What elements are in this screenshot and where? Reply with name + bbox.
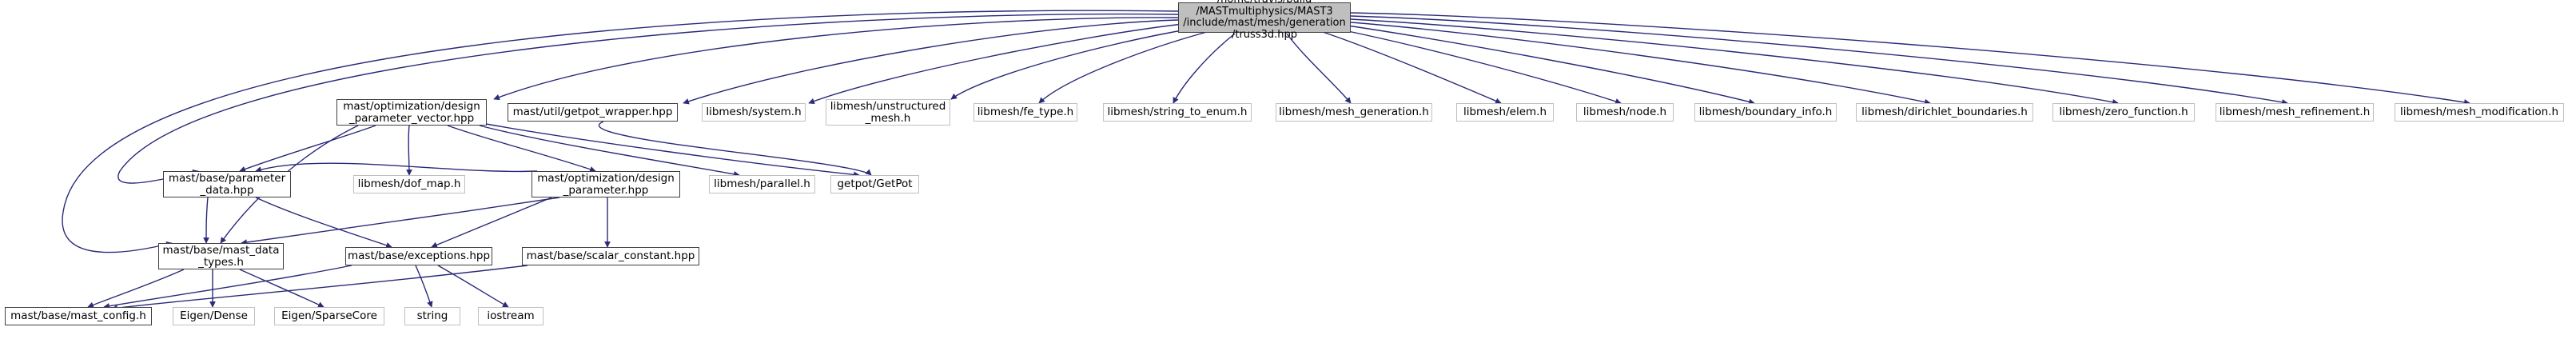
graph-node-parallel_h[interactable]: libmesh/parallel.h	[709, 175, 815, 193]
graph-node-mesh_refinement[interactable]: libmesh/mesh_refinement.h	[2216, 103, 2374, 122]
graph-node-getpot_wrapper[interactable]: mast/util/getpot_wrapper.hpp	[508, 103, 678, 122]
graph-node-zero_function[interactable]: libmesh/zero_function.h	[2052, 103, 2195, 122]
graph-edge	[493, 17, 1179, 101]
graph-edge	[1173, 33, 1236, 104]
graph-node-scalar_constant[interactable]: mast/base/scalar_constant.hpp	[522, 247, 699, 265]
graph-node-dof_map[interactable]: libmesh/dof_map.h	[353, 175, 465, 193]
graph-edge	[239, 125, 376, 173]
graph-edge	[479, 125, 740, 177]
graph-edge	[431, 197, 552, 248]
graph-node-design_parameter[interactable]: mast/optimization/design _parameter.hpp	[532, 171, 680, 197]
graph-edge	[103, 265, 352, 309]
graph-edge	[599, 121, 872, 176]
graph-node-fe_type[interactable]: libmesh/fe_type.h	[973, 103, 1077, 122]
graph-edge	[1336, 28, 1622, 105]
graph-edge	[406, 125, 412, 176]
graph-node-design_param_vector[interactable]: mast/optimization/design _parameter_vect…	[336, 99, 487, 126]
graph-node-exceptions[interactable]: mast/base/exceptions.hpp	[345, 247, 492, 265]
graph-edge	[117, 13, 1179, 184]
graph-edge	[1286, 33, 1352, 104]
graph-node-root[interactable]: /home/travis/build /MASTmultiphysics/MAS…	[1178, 0, 1351, 40]
graph-edge	[1350, 22, 1931, 106]
graph-edge	[437, 265, 509, 308]
graph-node-iostream_inc[interactable]: iostream	[478, 307, 543, 325]
graph-edge	[87, 269, 185, 309]
graph-node-parameter_data[interactable]: mast/base/parameter _data.hpp	[163, 171, 291, 197]
graph-edge	[241, 197, 560, 245]
graph-edge	[683, 19, 1179, 105]
graph-node-unstructured_mesh[interactable]: libmesh/unstructured _mesh.h	[826, 99, 950, 126]
graph-edge	[447, 125, 596, 173]
graph-node-getpot_getpot[interactable]: getpot/GetPot	[830, 175, 919, 193]
graph-node-elem_h[interactable]: libmesh/elem.h	[1456, 103, 1554, 122]
graph-edge	[111, 265, 528, 311]
graph-edge	[1350, 15, 2288, 106]
graph-edge	[203, 197, 209, 244]
graph-node-mesh_modification[interactable]: libmesh/mesh_modification.h	[2395, 103, 2564, 122]
graph-node-boundary_info[interactable]: libmesh/boundary_info.h	[1694, 103, 1837, 122]
graph-node-node_h[interactable]: libmesh/node.h	[1576, 103, 1674, 122]
graph-node-string_to_enum[interactable]: libmesh/string_to_enum.h	[1103, 103, 1252, 122]
graph-node-string_inc[interactable]: string	[404, 307, 460, 325]
graph-node-eigen_dense[interactable]: Eigen/Dense	[173, 307, 255, 325]
graph-edge	[255, 197, 392, 249]
graph-edge	[239, 269, 324, 308]
graph-node-eigen_sparsecore[interactable]: Eigen/SparseCore	[274, 307, 384, 325]
graph-edge	[1038, 31, 1208, 104]
graph-edge	[1350, 18, 2119, 106]
graph-node-mesh_generation[interactable]: libmesh/mesh_generation.h	[1276, 103, 1432, 122]
graph-node-mast_config[interactable]: mast/base/mast_config.h	[5, 307, 152, 325]
graph-edge	[62, 10, 1179, 253]
graph-edge	[950, 28, 1192, 100]
graph-edge	[1347, 25, 1755, 106]
graph-edge	[1322, 31, 1502, 104]
graph-node-mast_data_types[interactable]: mast/base/mast_data _types.h	[158, 243, 284, 269]
graph-edge	[808, 23, 1184, 105]
graph-edge	[415, 265, 433, 308]
graph-edge	[485, 123, 860, 178]
graph-edge	[1350, 12, 2470, 106]
graph-node-system_h[interactable]: libmesh/system.h	[702, 103, 806, 122]
graph-edge	[255, 162, 538, 173]
graph-node-dirichlet_boundaries[interactable]: libmesh/dirichlet_boundaries.h	[1856, 103, 2033, 122]
